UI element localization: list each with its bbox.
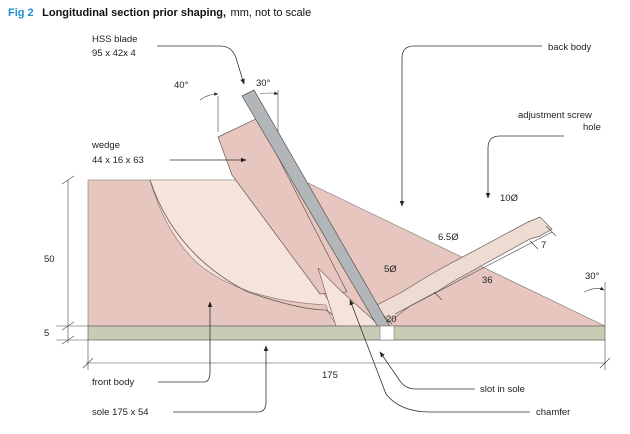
angle-30-right-arc [583,286,605,293]
figure-units: mm, not to scale [231,7,312,19]
blade-leader [157,45,245,85]
diameter-6-5-label: 6.5Ø [438,232,459,243]
back-body-leader [399,45,542,207]
angle-30-right-label: 30° [585,271,600,282]
slot-in-sole-label: slot in sole [480,384,525,395]
chamfer-leader [349,299,530,413]
sole-leader [173,345,269,413]
figure-title: Longitudinal section prior shaping, [42,7,226,19]
front-body-label: front body [92,377,134,388]
blade-size-label: 95 x 42x 4 [92,48,136,59]
angle-40-arc [199,92,219,101]
len-7-tick [545,225,557,237]
angle-30-arc [259,91,279,95]
width-tick-left [82,357,94,369]
diameter-10-label: 10Ø [500,193,519,204]
blade-title-label: HSS blade [92,34,137,45]
screw-hole-label-1: adjustment screw [518,110,592,121]
slot-leader [379,351,475,390]
len-36-label: 36 [482,275,493,286]
wedge-title-label: wedge [91,140,120,151]
height-50-label: 50 [44,254,55,265]
screw-hole-leader [485,135,564,199]
len-7-label: 7 [541,240,546,251]
len-20-label: 20 [386,314,397,325]
front-body-leader [158,301,213,383]
height-tick-top [61,175,75,185]
figure-caption: Fig 2 Longitudinal section prior shaping… [8,3,311,20]
angle-30-top-label: 30° [256,78,271,89]
width-175-label: 175 [322,370,338,381]
len-20-tick [383,315,393,325]
wedge-size-label: 44 x 16 x 63 [92,155,144,166]
sole [87,325,606,341]
width-tick-right [599,357,611,369]
sole-slot [379,325,395,341]
chamfer-label: chamfer [536,407,570,418]
len-36-tick-a [433,291,443,301]
len-36-line [394,231,553,315]
sole-label: sole 175 x 54 [92,407,149,418]
screw-hole-label-2: hole [583,122,601,133]
angle-40-label: 40° [174,80,189,91]
back-body-label: back body [548,42,592,53]
diameter-5-label: 5Ø [384,264,397,275]
figure-number: Fig 2 [8,7,34,19]
len-36-tick-b [529,240,539,250]
height-5-label: 5 [44,328,49,339]
